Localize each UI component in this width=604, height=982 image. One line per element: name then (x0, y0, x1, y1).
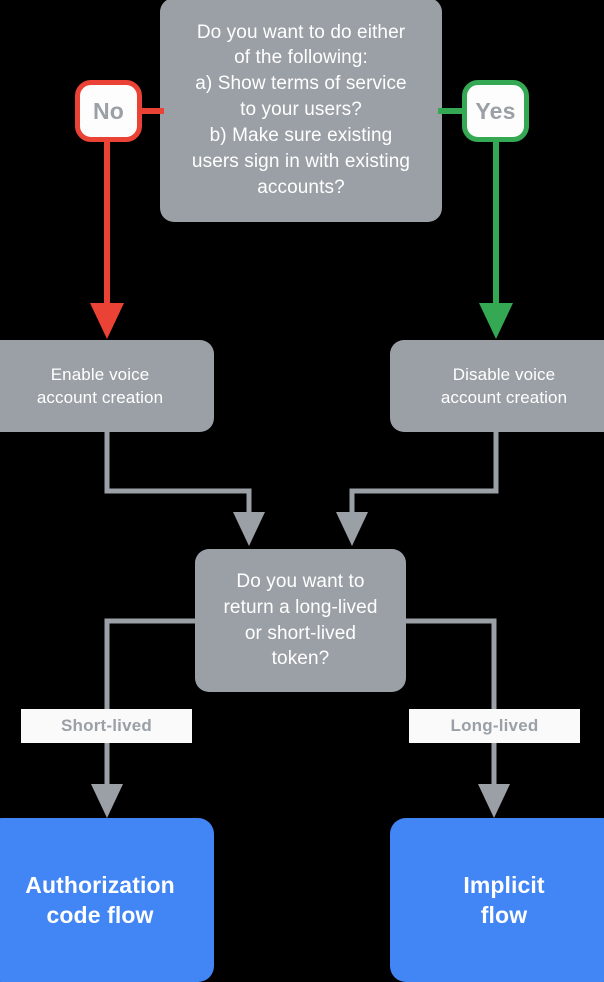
edge-label-long-lived-text: Long-lived (450, 716, 539, 735)
node-enable-voice-account-creation[interactable]: Enable voice account creation (0, 340, 214, 432)
node-implicit-flow[interactable]: Implicit flow (390, 818, 604, 982)
node-top-decision-label: Do you want to do either of the followin… (191, 21, 411, 198)
connector-yes-to-disable (479, 142, 513, 339)
node-authorization-code-flow-label: Authorization code flow (25, 871, 175, 928)
node-token-decision-label: Do you want to return a long-lived or sh… (223, 570, 378, 670)
connector-disable-to-token (336, 432, 499, 546)
badge-yes[interactable]: Yes (462, 80, 529, 142)
badge-no[interactable]: No (75, 80, 142, 142)
node-implicit-flow-label: Implicit flow (463, 871, 545, 928)
edge-label-short-lived: Short-lived (21, 709, 192, 743)
node-enable-voice-label: Enable voice account creation (36, 364, 164, 407)
node-authorization-code-flow[interactable]: Authorization code flow (0, 818, 214, 982)
node-token-decision[interactable]: Do you want to return a long-lived or sh… (195, 549, 406, 692)
badge-no-label: No (92, 97, 125, 124)
edge-label-short-lived-text: Short-lived (61, 716, 152, 735)
node-top-decision[interactable]: Do you want to do either of the followin… (160, 0, 442, 222)
node-disable-voice-label: Disable voice account creation (440, 364, 568, 407)
edge-label-long-lived: Long-lived (409, 709, 580, 743)
badge-yes-label: Yes (475, 97, 516, 124)
connector-no-to-enable (90, 142, 124, 339)
connector-enable-to-token (104, 432, 265, 546)
node-disable-voice-account-creation[interactable]: Disable voice account creation (390, 340, 604, 432)
